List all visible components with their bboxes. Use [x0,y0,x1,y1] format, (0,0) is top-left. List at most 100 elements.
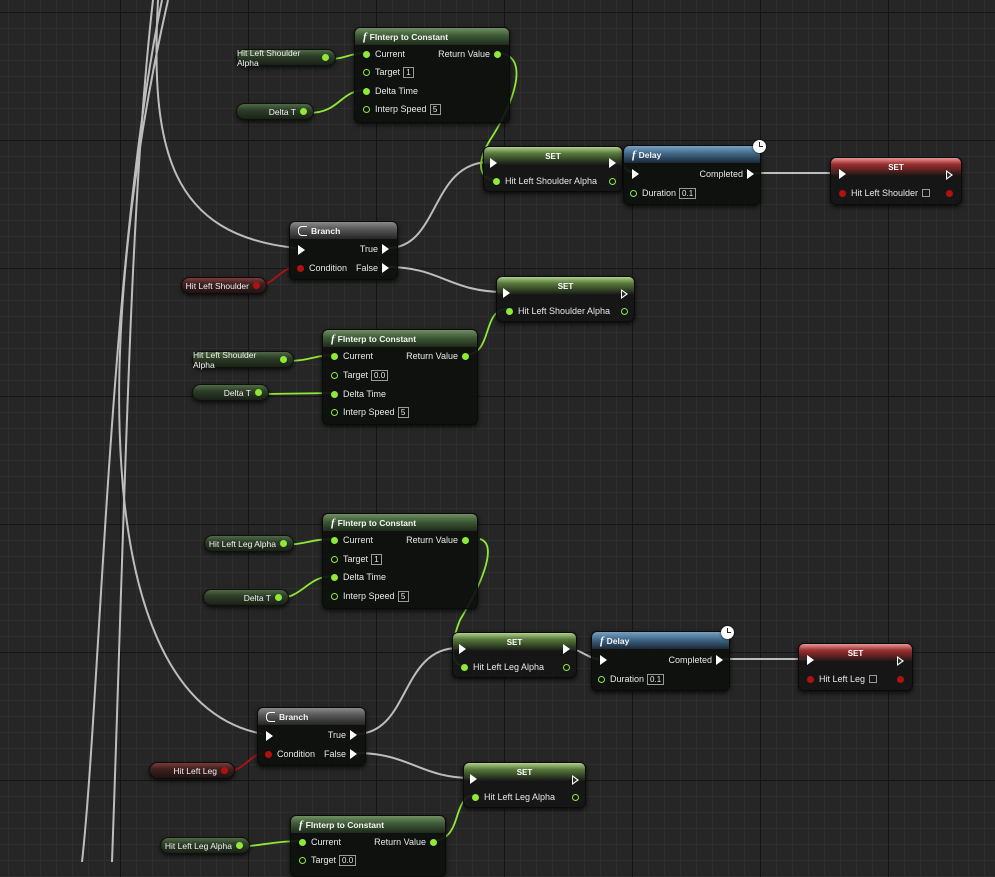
target-value-field[interactable]: 0.0 [339,854,357,866]
duration-value-field[interactable]: 0.1 [647,673,665,685]
completed-exec-pin[interactable] [716,655,723,665]
var-hit-left-shoulder-getter[interactable]: Hit Left Shoulder [181,277,267,294]
exec-output-pin[interactable] [563,644,570,654]
float-output-pin[interactable] [255,389,262,396]
exec-input-pin[interactable] [503,288,510,298]
bool-output-pin[interactable] [897,675,904,683]
target-value-field[interactable]: 1 [403,66,415,78]
false-exec-pin[interactable] [350,749,357,759]
current-pin[interactable] [331,352,338,360]
duration-pin[interactable] [630,189,637,197]
float-output-pin[interactable] [322,54,329,61]
value-input-pin[interactable] [506,307,513,315]
exec-input-pin[interactable] [839,169,846,179]
set-node-leg-alpha-false[interactable]: SET Hit Left Leg Alpha [463,762,586,808]
exec-input-pin[interactable] [490,158,497,168]
condition-pin[interactable] [297,264,304,272]
target-pin[interactable] [363,68,370,76]
set-node-hit-left-leg[interactable]: SET Hit Left Leg [798,643,913,691]
exec-output-pin[interactable] [897,655,904,666]
value-output-pin[interactable] [609,177,616,185]
branch-node-leg[interactable]: Branch True Condition False [257,707,366,766]
float-output-pin[interactable] [300,108,307,115]
exec-input-pin[interactable] [298,245,305,255]
bool-input-pin[interactable] [839,189,846,197]
bool-output-pin[interactable] [946,189,953,197]
set-node-hit-left-shoulder[interactable]: SET Hit Left Shoulder [830,157,962,205]
exec-input-pin[interactable] [266,731,273,741]
exec-output-pin[interactable] [621,288,628,299]
value-input-pin[interactable] [461,663,468,671]
true-exec-pin[interactable] [382,244,389,254]
false-exec-pin[interactable] [382,263,389,273]
duration-pin[interactable] [598,675,605,683]
float-output-pin[interactable] [236,842,243,849]
bool-output-pin[interactable] [253,282,260,289]
exec-input-pin[interactable] [807,655,814,665]
bool-input-pin[interactable] [807,675,814,683]
exec-output-pin[interactable] [946,169,953,180]
bool-checkbox[interactable] [922,189,931,197]
interp-speed-value-field[interactable]: 5 [397,590,409,602]
completed-exec-pin[interactable] [747,169,754,179]
var-delta-t-getter[interactable]: Delta T [236,103,314,120]
interp-speed-value-field[interactable]: 5 [397,406,409,418]
true-exec-pin[interactable] [350,730,357,740]
branch-node-shoulder[interactable]: Branch True Condition False [289,221,398,280]
delta-time-pin[interactable] [363,87,370,95]
exec-output-pin[interactable] [609,158,616,168]
exec-output-pin[interactable] [572,774,579,785]
return-value-pin[interactable] [462,352,469,360]
condition-pin[interactable] [265,750,272,758]
target-pin[interactable] [299,856,306,864]
value-input-pin[interactable] [493,177,500,185]
float-output-pin[interactable] [280,540,287,547]
target-value-field[interactable]: 0.0 [371,369,389,381]
interp-speed-pin[interactable] [331,592,338,600]
interp-speed-pin[interactable] [363,105,370,113]
var-hit-left-leg-getter[interactable]: Hit Left Leg [149,762,235,779]
var-hit-left-shoulder-alpha-getter-2[interactable]: Hit Left Shoulder Alpha [192,350,294,370]
value-input-pin[interactable] [472,793,479,801]
target-pin[interactable] [331,371,338,379]
target-pin[interactable] [331,555,338,563]
current-pin[interactable] [299,838,306,846]
return-value-pin[interactable] [462,536,469,544]
exec-input-pin[interactable] [632,169,639,179]
var-delta-t-getter-3[interactable]: Delta T [203,589,289,606]
value-output-pin[interactable] [621,307,628,315]
float-output-pin[interactable] [280,356,287,363]
set-node-shoulder-alpha-false[interactable]: SET Hit Left Shoulder Alpha [496,276,635,322]
delta-time-pin[interactable] [331,573,338,581]
current-pin[interactable] [363,50,370,58]
return-value-pin[interactable] [430,838,437,846]
interp-speed-pin[interactable] [331,408,338,416]
duration-value-field[interactable]: 0.1 [679,187,697,199]
value-output-pin[interactable] [563,663,570,671]
var-hit-left-shoulder-alpha-getter[interactable]: Hit Left Shoulder Alpha [236,48,336,68]
return-value-pin[interactable] [494,50,501,58]
target-value-field[interactable]: 1 [371,553,383,565]
var-hit-left-leg-alpha-getter[interactable]: Hit Left Leg Alpha [204,535,294,552]
exec-input-pin[interactable] [600,655,607,665]
exec-input-pin[interactable] [459,644,466,654]
interp-speed-value-field[interactable]: 5 [429,103,441,115]
set-node-shoulder-alpha-true[interactable]: SET Hit Left Shoulder Alpha [483,146,623,192]
float-output-pin[interactable] [275,594,282,601]
exec-input-pin[interactable] [470,774,477,784]
var-delta-t-getter-2[interactable]: Delta T [192,384,269,401]
current-pin[interactable] [331,536,338,544]
bool-output-pin[interactable] [221,767,228,774]
var-hit-left-leg-alpha-getter-2[interactable]: Hit Left Leg Alpha [160,837,250,854]
bool-checkbox[interactable] [869,675,878,683]
set-node-leg-alpha-true[interactable]: SET Hit Left Leg Alpha [452,632,577,678]
value-output-pin[interactable] [572,793,579,801]
delta-time-pin[interactable] [331,390,338,398]
